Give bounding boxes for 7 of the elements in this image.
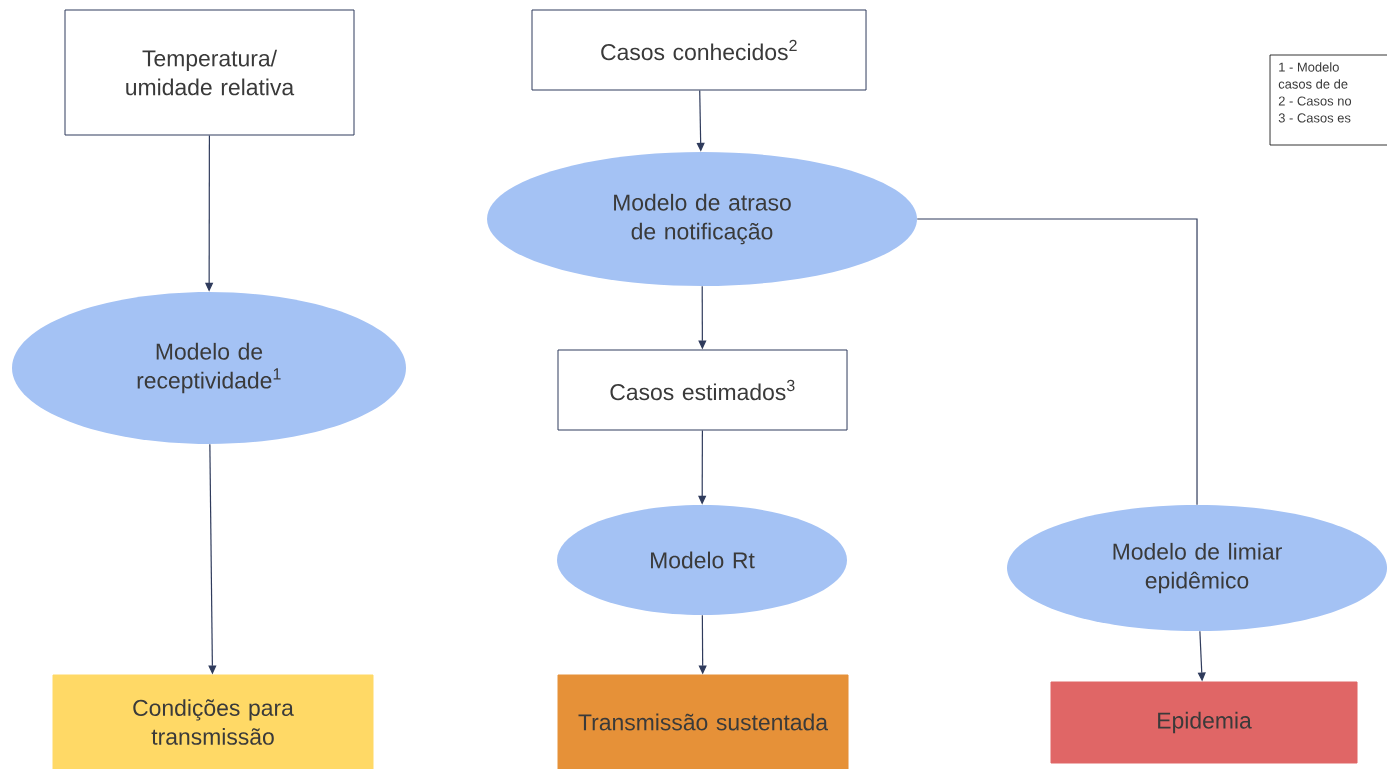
process-box: Transmissão sustentada	[557, 674, 849, 769]
process-box: Epidemia	[1050, 681, 1358, 764]
process-box: Casos conhecidos$^{2}$	[531, 9, 867, 91]
footnote-box: 1 - Modelo casos de de 2 - Casos no 3 - Casos es	[1269, 54, 1387, 146]
process-box: Condições para transmissão	[52, 674, 374, 769]
process-box: Casos estimados$^{3}$	[557, 349, 848, 431]
process-box: Temperatura/ umidade relativa	[64, 9, 355, 136]
